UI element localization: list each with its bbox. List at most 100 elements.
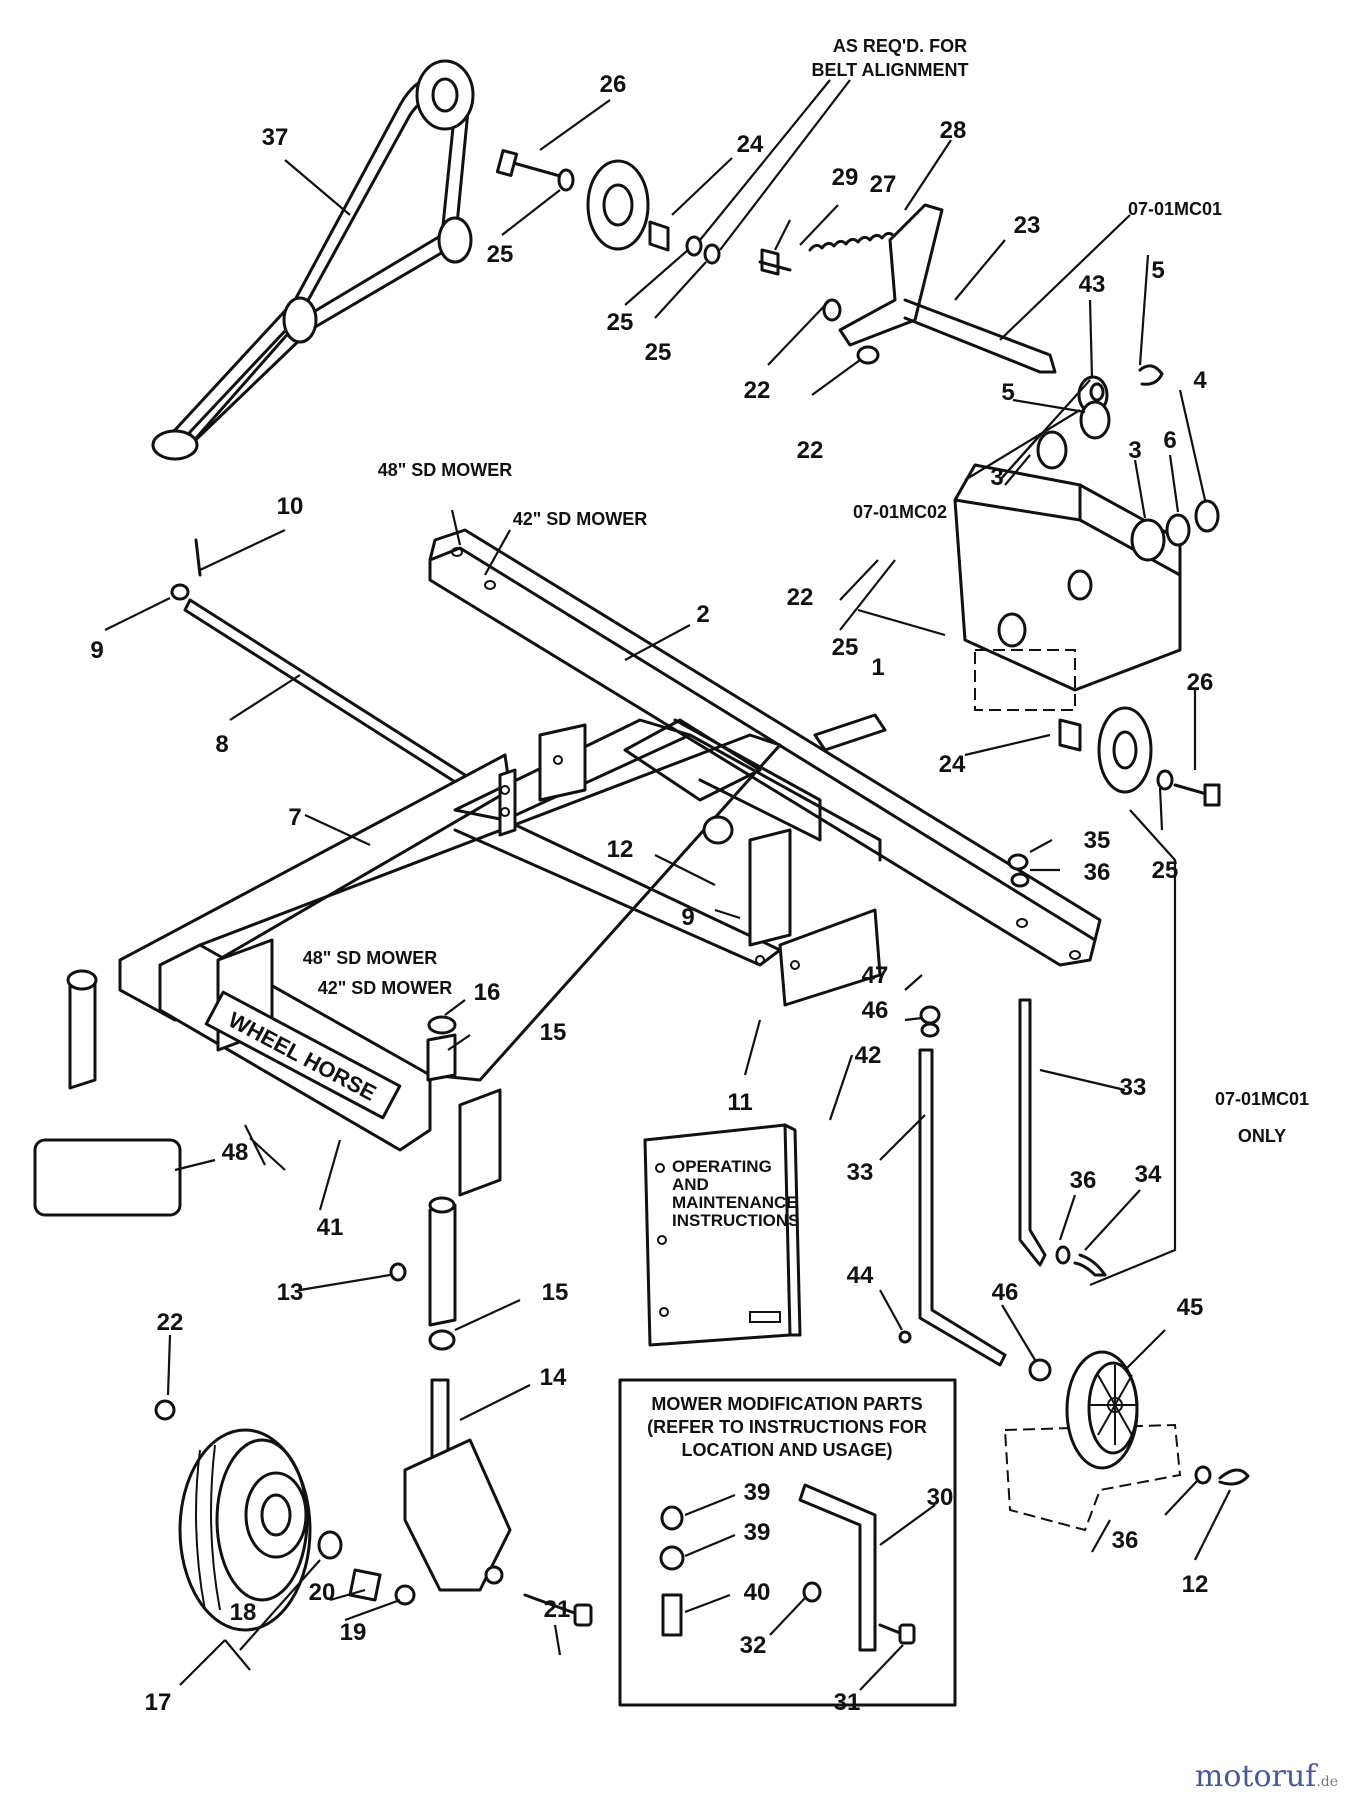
callout-20: 20 — [309, 1579, 336, 1606]
callout-39-a: 39 — [744, 1479, 771, 1506]
callout-12-a: 12 — [607, 836, 634, 863]
callout-5-a: 5 — [1001, 379, 1014, 406]
callout-46-b: 46 — [992, 1279, 1019, 1306]
callout-numbers: 37 26 24 28 29 27 23 25 25 25 22 22 43 5… — [90, 71, 1213, 1716]
ref-bracket-line — [1089, 809, 1177, 1287]
caster-assembly — [389, 1015, 593, 1627]
callout-24-b: 24 — [939, 751, 966, 778]
idler-bracket-assembly — [808, 203, 1057, 374]
callout-25-e: 25 — [1152, 857, 1179, 884]
callout-28: 28 — [940, 117, 967, 144]
manual-line-3: MAINTENANCE — [672, 1193, 798, 1212]
callout-31: 31 — [834, 1689, 861, 1716]
note-48-mower-side: 48" SD MOWER — [303, 948, 438, 968]
callout-43: 43 — [1079, 271, 1106, 298]
lower-pulley-assembly — [1058, 706, 1221, 807]
callout-25-a: 25 — [487, 241, 514, 268]
callout-27: 27 — [870, 171, 897, 198]
callout-15-a: 15 — [540, 1019, 567, 1046]
note-mc01-top: 07-01MC01 — [1128, 199, 1222, 219]
callout-33-b: 33 — [847, 1159, 874, 1186]
callout-41: 41 — [317, 1214, 344, 1241]
callout-9-a: 9 — [90, 637, 103, 664]
callout-24-top: 24 — [737, 131, 764, 158]
callout-7: 7 — [288, 804, 301, 831]
callout-22-d: 22 — [157, 1309, 184, 1336]
callout-22-c: 22 — [787, 584, 814, 611]
callout-22-a: 22 — [744, 377, 771, 404]
callout-11: 11 — [727, 1089, 752, 1116]
mod-box-line-2: (REFER TO INSTRUCTIONS FOR — [647, 1417, 927, 1437]
callout-25-c: 25 — [645, 339, 672, 366]
callout-13: 13 — [277, 1279, 304, 1306]
callout-15-b: 15 — [542, 1279, 569, 1306]
note-42-mower-top: 42" SD MOWER — [513, 509, 648, 529]
note-belt-alignment-2: BELT ALIGNMENT — [812, 60, 969, 80]
callout-36-c: 36 — [1112, 1527, 1139, 1554]
cross-bar — [428, 528, 1102, 967]
callout-5-b: 5 — [1151, 257, 1164, 284]
callout-42: 42 — [855, 1042, 882, 1069]
callout-3-a: 3 — [990, 464, 1003, 491]
watermark-tld: .de — [1316, 1774, 1338, 1790]
callout-10: 10 — [277, 493, 304, 520]
note-only: ONLY — [1238, 1126, 1286, 1146]
operating-manual: OPERATING AND MAINTENANCE INSTRUCTIONS — [643, 1123, 802, 1347]
modification-parts-box: MOWER MODIFICATION PARTS (REFER TO INSTR… — [618, 1378, 957, 1707]
note-42-mower-side: 42" SD MOWER — [318, 978, 453, 998]
callout-8: 8 — [215, 731, 228, 758]
front-wheel — [154, 1399, 416, 1632]
manual-line-4: INSTRUCTIONS — [672, 1211, 800, 1230]
rear-wheel — [1003, 1350, 1250, 1532]
callout-14: 14 — [540, 1364, 567, 1391]
callout-36-a: 36 — [1084, 859, 1111, 886]
callout-22-b: 22 — [797, 437, 824, 464]
note-mc02: 07-01MC02 — [853, 502, 947, 522]
callout-40: 40 — [744, 1579, 771, 1606]
callout-4: 4 — [1193, 367, 1207, 394]
watermark-brand: motoruf — [1194, 1759, 1317, 1794]
callout-17: 17 — [145, 1689, 172, 1716]
callout-16: 16 — [474, 979, 501, 1006]
callout-25-d: 25 — [832, 634, 859, 661]
callout-19: 19 — [340, 1619, 367, 1646]
callout-26-top: 26 — [600, 71, 627, 98]
callout-25-b: 25 — [607, 309, 634, 336]
callout-48: 48 — [222, 1139, 249, 1166]
mod-box-line-3: LOCATION AND USAGE) — [682, 1440, 893, 1460]
callout-44: 44 — [847, 1262, 874, 1289]
callout-35: 35 — [1084, 827, 1111, 854]
rear-height-rods — [898, 853, 1107, 1382]
note-48-mower-top: 48" SD MOWER — [378, 460, 513, 480]
callout-18: 18 — [230, 1599, 257, 1626]
callout-26-b: 26 — [1187, 669, 1214, 696]
callout-33-a: 33 — [1120, 1074, 1147, 1101]
leader-lines — [104, 79, 1231, 1691]
manual-line-2: AND — [672, 1175, 709, 1194]
callout-21: 21 — [544, 1596, 571, 1623]
callout-32: 32 — [740, 1632, 767, 1659]
callout-3-b: 3 — [1128, 437, 1141, 464]
callout-47: 47 — [862, 962, 889, 989]
note-belt-alignment-1: AS REQ'D. FOR — [833, 36, 967, 56]
callout-1: 1 — [871, 654, 884, 681]
callout-36-b: 36 — [1070, 1167, 1097, 1194]
decal-blank — [33, 1138, 182, 1217]
note-mc01-side: 07-01MC01 — [1215, 1089, 1309, 1109]
callout-46-a: 46 — [862, 997, 889, 1024]
main-frame — [66, 718, 882, 1197]
callout-30: 30 — [927, 1484, 954, 1511]
drive-shaft — [623, 713, 887, 842]
watermark: motoruf.de — [1195, 1759, 1338, 1794]
top-pulley-assembly — [495, 149, 792, 276]
callout-2: 2 — [696, 601, 709, 628]
bearing-housing — [953, 364, 1220, 711]
callout-12-b: 12 — [1182, 1571, 1209, 1598]
callout-34: 34 — [1135, 1161, 1162, 1188]
callout-37: 37 — [262, 124, 289, 151]
callout-45: 45 — [1177, 1294, 1204, 1321]
callout-39-b: 39 — [744, 1519, 771, 1546]
drive-belt — [151, 59, 475, 461]
manual-line-1: OPERATING — [672, 1157, 772, 1176]
